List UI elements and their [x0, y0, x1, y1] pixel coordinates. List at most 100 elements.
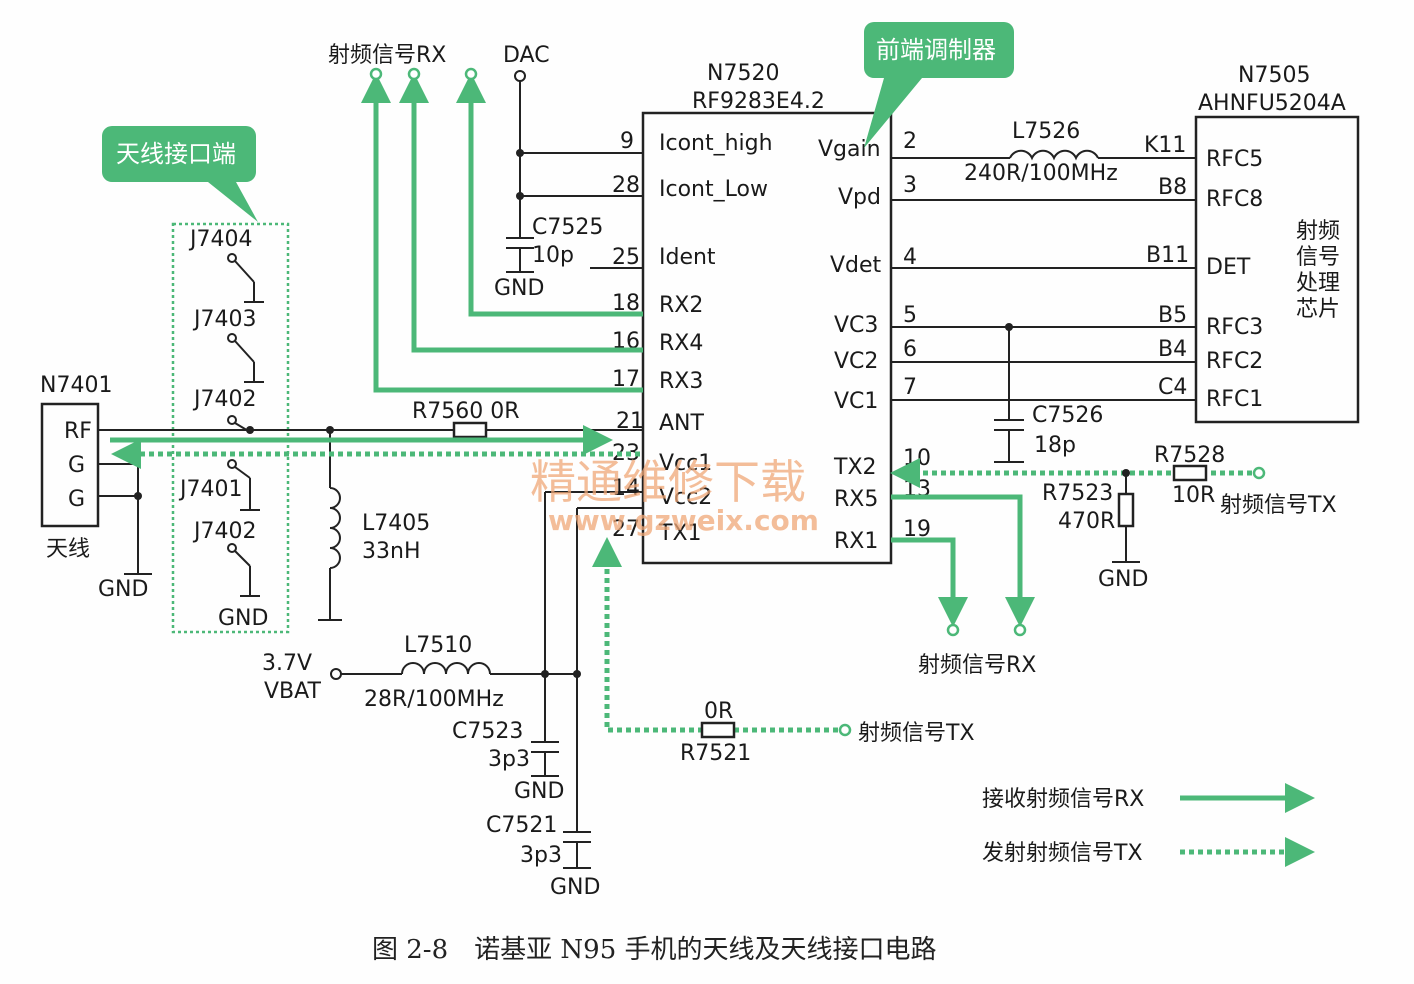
- n7505-ref: N7505: [1238, 63, 1310, 88]
- pin-name: RFC8: [1206, 187, 1263, 212]
- antenna-port-box: [171, 222, 290, 634]
- n7505-description: 射频 信号 处理 芯片: [1296, 219, 1340, 322]
- legend: 接收射频信号RX 发射射频信号TX: [982, 783, 1315, 867]
- rf-tx-right-label: 射频信号TX: [1220, 493, 1337, 518]
- legend-rx-label: 接收射频信号RX: [982, 787, 1144, 812]
- rx-top-signals: [361, 67, 643, 393]
- legend-tx-label: 发射射频信号TX: [982, 841, 1143, 866]
- rf-rx-bottom-label: 射频信号RX: [918, 653, 1036, 678]
- pin-num: 5: [903, 303, 917, 328]
- pin-num: B11: [1146, 243, 1189, 268]
- pin-num: 7: [903, 375, 917, 400]
- pin-num: B4: [1158, 337, 1187, 362]
- callout-front-end-modulator: 前端调制器: [864, 22, 1014, 148]
- pin-name: VC3: [834, 313, 878, 338]
- pin-name: TX1: [658, 521, 702, 546]
- j7402-label: J7402: [192, 387, 256, 412]
- c7521-value: 3p3: [520, 843, 562, 868]
- n7401-pin-g1: G: [68, 453, 85, 478]
- pin-name: Icont_Low: [659, 177, 768, 202]
- c7523-ref: C7523: [452, 719, 523, 744]
- chip-interconnect: [891, 149, 1196, 463]
- l7510-value: 28R/100MHz: [364, 687, 504, 712]
- rx-bottom-signals: [891, 494, 1035, 637]
- r7528-value: 10R: [1172, 483, 1215, 508]
- ant-line: [98, 421, 643, 621]
- l7526-value: 240R/100MHz: [964, 161, 1118, 186]
- pin-num: 2: [903, 129, 917, 154]
- c7521-ref: C7521: [486, 813, 557, 838]
- pin-name: Vcc1: [659, 451, 712, 476]
- n7401-ref: N7401: [40, 373, 112, 398]
- l7405-value: 33nH: [362, 539, 420, 564]
- n7505-pins: RFC5 K11 RFC8 B8 DET B11 RFC3 B5 RFC2 B4…: [1144, 133, 1263, 412]
- gnd-c7523: GND: [514, 779, 564, 804]
- n7520-chip: [641, 111, 893, 565]
- gnd-switch: GND: [218, 606, 268, 631]
- r7528-ref: R7528: [1154, 443, 1225, 468]
- l7526-ref: L7526: [1012, 119, 1080, 144]
- j7401-label: J7401: [178, 477, 242, 502]
- pin-num: 10: [903, 446, 931, 471]
- gnd-r7523: GND: [1098, 567, 1148, 592]
- r7521-ref: R7521: [680, 741, 751, 766]
- pin-name: RX3: [659, 369, 703, 394]
- l7510-ref: L7510: [404, 633, 472, 658]
- pin-num: 3: [903, 173, 917, 198]
- gnd-c7521: GND: [550, 875, 600, 900]
- watermark-cn: 精通维修下载: [530, 455, 806, 509]
- pin-name: Vpd: [838, 185, 881, 210]
- n7401-pin-g2: G: [68, 487, 85, 512]
- pin-name: RX4: [659, 331, 703, 356]
- n7505-chip: [1194, 115, 1360, 424]
- pin-name: RFC1: [1206, 387, 1263, 412]
- pin-num: 9: [620, 129, 634, 154]
- r7523-ref: R7523: [1042, 481, 1113, 506]
- dac-net: [506, 70, 534, 273]
- pin-name: VC1: [834, 389, 878, 414]
- pin-name: VC2: [834, 349, 878, 374]
- callout-antenna-port: 天线接口端: [102, 126, 258, 222]
- pin-name: RFC5: [1206, 147, 1263, 172]
- c7526-value: 18p: [1034, 433, 1076, 458]
- svg-text:处理: 处理: [1296, 271, 1340, 296]
- dac-label: DAC: [503, 43, 550, 68]
- n7505-part: AHNFU5204A: [1198, 91, 1346, 116]
- pin-name: RFC2: [1206, 349, 1263, 374]
- n7520-part: RF9283E4.2: [692, 89, 825, 114]
- n7520-ref: N7520: [707, 61, 779, 86]
- pin-name: RX5: [834, 487, 878, 512]
- switch-contacts: [227, 253, 264, 597]
- pin-name: Icont_high: [659, 131, 773, 156]
- power-net: [330, 492, 591, 869]
- pin-name: Vcc2: [659, 485, 712, 510]
- vbat-label: VBAT: [264, 679, 321, 704]
- j7404-label: J7404: [188, 227, 252, 252]
- n7401-ground: [98, 463, 152, 575]
- tx2-path: [890, 458, 1266, 563]
- svg-text:芯片: 芯片: [1296, 297, 1340, 322]
- pin-name: Vdet: [830, 253, 882, 278]
- figure-caption: 图 2-8 诺基亚 N95 手机的天线及天线接口电路: [372, 935, 937, 965]
- j7403-label: J7403: [192, 307, 256, 332]
- pin-num: 6: [903, 337, 917, 362]
- pin-num: 14: [612, 476, 640, 501]
- c7526-ref: C7526: [1032, 403, 1103, 428]
- vbat-voltage: 3.7V: [262, 651, 312, 676]
- svg-text:信号: 信号: [1296, 245, 1340, 270]
- rf-tx-bottom-label: 射频信号TX: [858, 721, 975, 746]
- c7525-value: 10p: [532, 243, 574, 268]
- pin-name: DET: [1206, 255, 1251, 280]
- svg-text:射频: 射频: [1296, 219, 1340, 244]
- c7525-ref: C7525: [532, 215, 603, 240]
- l7405-ref: L7405: [362, 511, 430, 536]
- antenna-label: 天线: [46, 537, 90, 562]
- pin-name: RX2: [659, 293, 703, 318]
- c7523-value: 3p3: [488, 747, 530, 772]
- tx1-path: [592, 537, 852, 739]
- n7520-right-pins: Vgain 2 Vpd 3 Vdet 4 VC3 5 VC2 6 VC1 7 T…: [818, 129, 931, 554]
- pin-name: ANT: [659, 411, 705, 436]
- svg-text:天线接口端: 天线接口端: [116, 140, 236, 168]
